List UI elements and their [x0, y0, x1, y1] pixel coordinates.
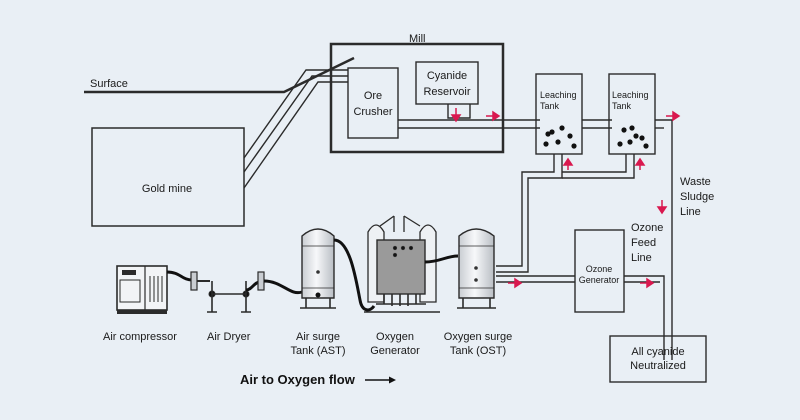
leaching-tank-2 — [608, 73, 656, 155]
cyanide-reservoir-box — [415, 61, 479, 105]
ozone-feed-line-2: Feed — [631, 237, 657, 249]
flow-caption-text: Air to Oxygen flow — [240, 372, 355, 387]
compressor-hose — [166, 270, 193, 282]
oxygen-generator — [364, 215, 440, 313]
og-line-2: Generator — [370, 345, 420, 357]
neutralized-line-2: Neutralized — [630, 360, 686, 372]
ozone-feed-line-label: Ozone Feed Line — [631, 221, 663, 266]
ast-hose — [333, 238, 376, 312]
mill-box — [329, 42, 505, 154]
ast-line-2: Tank (AST) — [290, 345, 346, 357]
ozone-generator-box — [574, 229, 625, 313]
surface-label: Surface — [90, 78, 128, 90]
air-surge-tank-label: Air surge Tank (AST) — [290, 330, 345, 358]
oxygen-surge-tank — [457, 228, 496, 309]
flow-caption: Air to Oxygen flow — [240, 372, 397, 387]
mill-outlet-pipes — [398, 104, 673, 360]
air-compressor-label: Air compressor — [103, 331, 177, 343]
ost-line-2: Tank (OST) — [449, 345, 507, 357]
waste-line-3: Line — [680, 206, 701, 218]
leaching-tank-1-line-2: Tank — [540, 101, 560, 111]
oxygen-surge-tank-label: Oxygen surge Tank (OST) — [444, 330, 512, 358]
leaching-tank-2-line-2: Tank — [612, 101, 632, 111]
oxygen-generator-label: Oxygen Generator — [370, 330, 420, 358]
ore-crusher-box — [347, 67, 399, 139]
dryer-hose — [263, 279, 303, 295]
og-line-1: Oxygen — [376, 331, 414, 343]
ore-crusher-label: Ore Crusher — [353, 89, 392, 119]
gold-mine-label: Gold mine — [141, 183, 193, 195]
air-surge-tank — [300, 228, 336, 309]
ore-crusher-line-2: Crusher — [353, 106, 393, 118]
neutralized-line-1: All cyanide — [631, 346, 685, 358]
ozone-feed-line-3: Line — [631, 252, 652, 264]
air-dryer-label: Air Dryer — [207, 331, 251, 343]
mine-shaft-lines — [243, 69, 348, 189]
ore-crusher-line-1: Ore — [363, 90, 383, 102]
flow-arrows — [450, 108, 681, 289]
leaching-tank-1 — [535, 73, 583, 155]
neutralized-label: All cyanide Neutralized — [630, 345, 686, 373]
ozone-generator-line-1: Ozone — [585, 264, 613, 274]
ost-line-1: Oxygen surge — [443, 331, 513, 343]
waste-sludge-line-label: Waste Sludge Line — [680, 175, 714, 220]
leaching-tank-1-label: Leaching Tank — [540, 90, 577, 112]
cyanide-reservoir-line-2: Reservoir — [423, 86, 471, 98]
ozone-generator-line-2: Generator — [578, 275, 620, 285]
gold-mine-box — [91, 127, 245, 227]
generator-hose — [424, 254, 459, 264]
ozone-feed-line-1: Ozone — [631, 222, 664, 234]
air-dryer — [190, 271, 265, 313]
air-compressor — [116, 265, 168, 314]
leaching-tank-2-label: Leaching Tank — [612, 90, 649, 112]
ozone-generator-label: Ozone Generator — [579, 264, 620, 286]
neutralized-box — [609, 335, 707, 383]
mill-label: Mill — [409, 33, 426, 45]
ast-line-1: Air surge — [295, 331, 341, 343]
cyanide-reservoir-label: Cyanide Reservoir — [423, 69, 470, 99]
waste-line-1: Waste — [680, 176, 711, 188]
ozone-feed-pipes — [496, 154, 665, 360]
leaching-tank-2-line-1: Leaching — [612, 90, 649, 100]
waste-line-2: Sludge — [680, 191, 715, 203]
right-arrow-icon — [364, 376, 396, 383]
cyanide-reservoir-line-1: Cyanide — [426, 70, 468, 82]
leaching-tank-1-line-1: Leaching — [540, 90, 577, 100]
